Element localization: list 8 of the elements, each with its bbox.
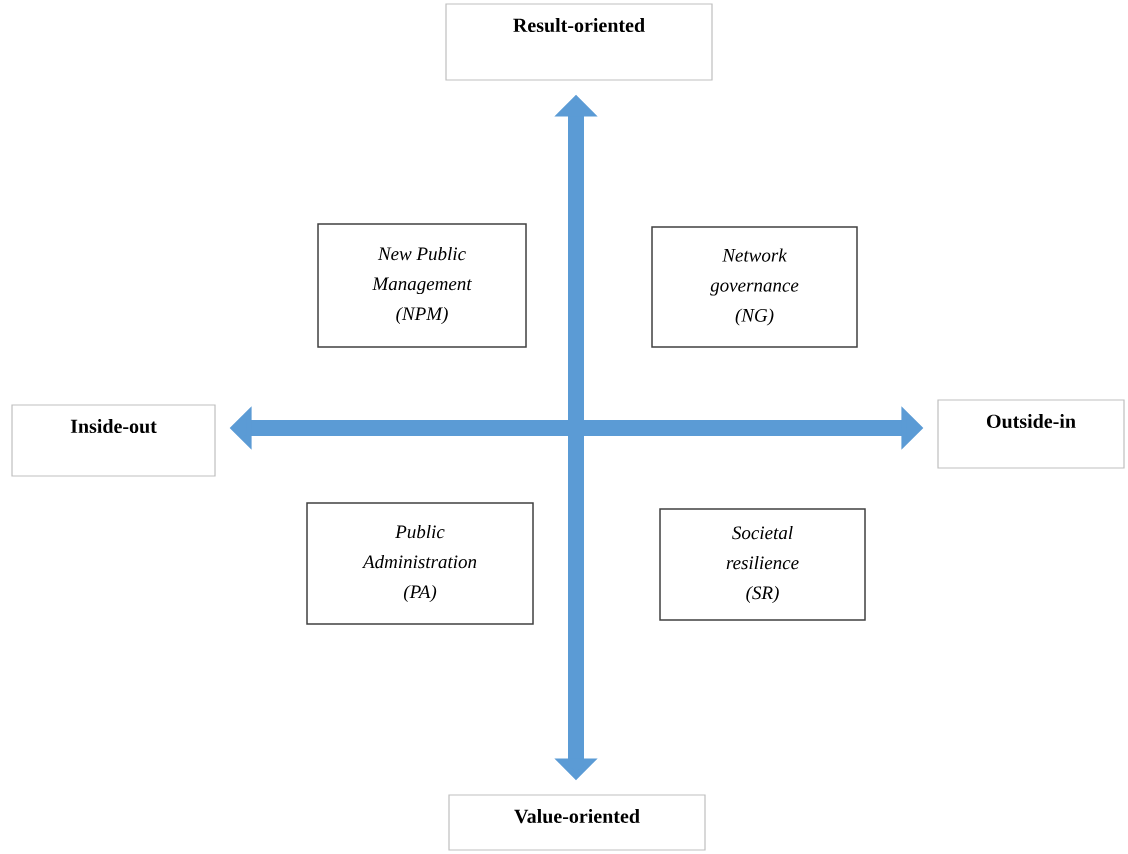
approach-box: New Public Management (NPM)	[317, 223, 527, 348]
approach-box: Societal resilience (SR)	[659, 508, 866, 621]
label-box: Result-oriented	[445, 3, 713, 81]
approach-box: Network governance (NG)	[651, 226, 858, 348]
label-box: Value-oriented	[448, 794, 706, 851]
approach-box: Public Administration (PA)	[306, 502, 534, 625]
label-box: Outside-in	[937, 399, 1125, 469]
label-box: Inside-out	[11, 404, 216, 477]
